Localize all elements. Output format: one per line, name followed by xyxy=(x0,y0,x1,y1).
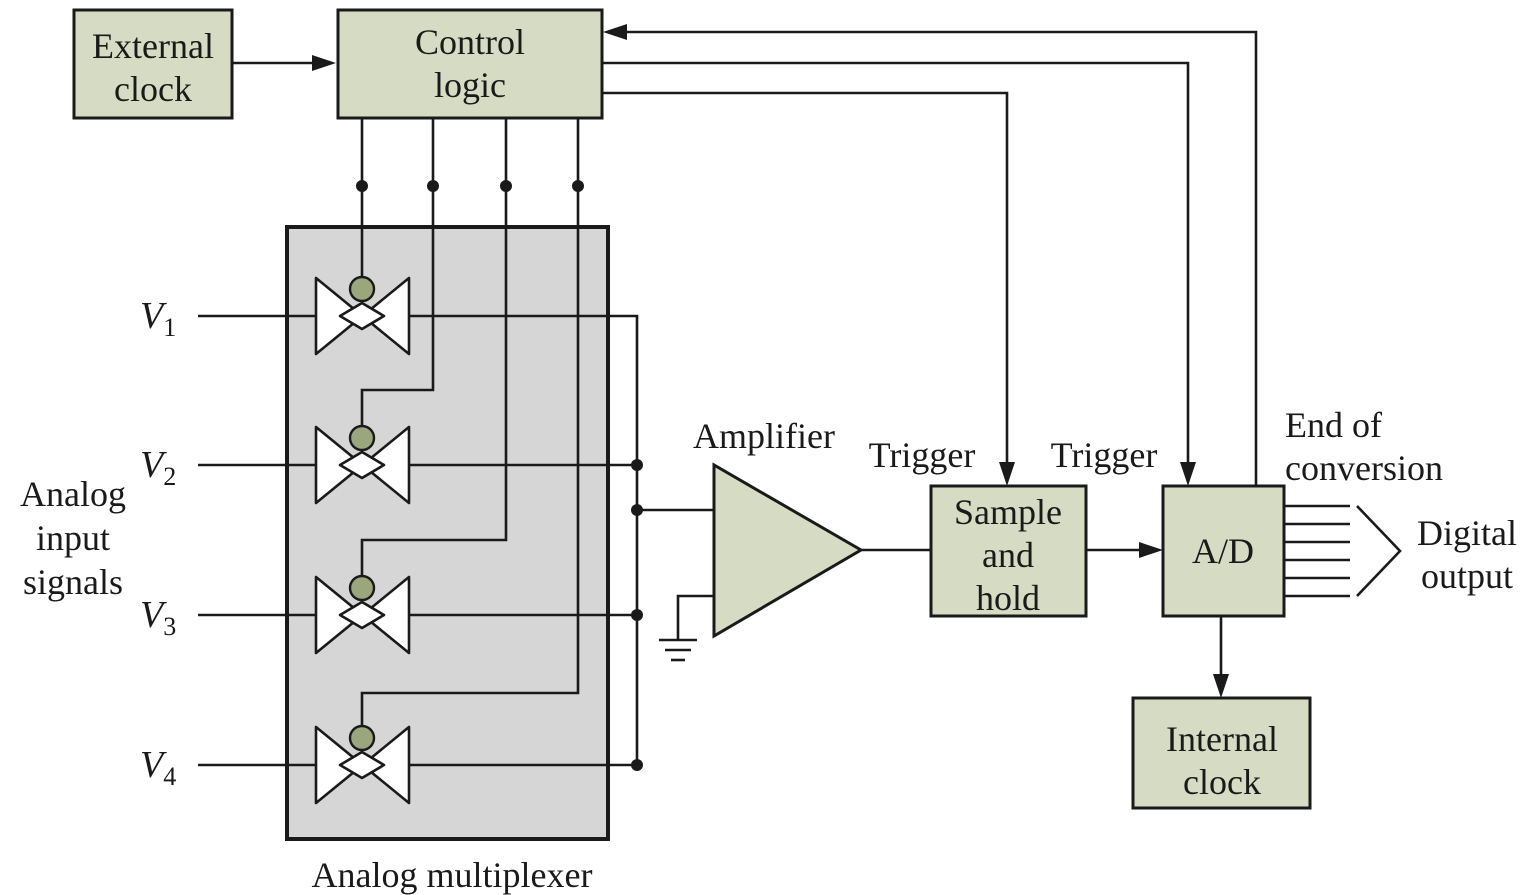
external-clock-label-2: clock xyxy=(114,69,192,109)
input-v2-label: V2 xyxy=(140,444,176,491)
signal-lines xyxy=(198,314,714,771)
trigger-ad-label: Trigger xyxy=(1051,435,1158,475)
input-v3-label: V3 xyxy=(140,594,176,641)
switch-3 xyxy=(314,574,411,655)
analog-inputs-label-3: signals xyxy=(23,562,123,602)
control-logic-label-1: Control xyxy=(415,22,525,62)
input-v1-label: V1 xyxy=(140,295,176,342)
input-v4-label: V4 xyxy=(140,744,176,791)
end-of-conversion-label-2: conversion xyxy=(1285,448,1443,488)
control-logic-label-2: logic xyxy=(434,65,506,105)
ground-icon xyxy=(659,594,714,662)
digital-output-label-2: output xyxy=(1421,556,1513,596)
digital-output-label-1: Digital xyxy=(1417,513,1517,553)
sample-hold-label-3: hold xyxy=(976,578,1040,618)
switch-2 xyxy=(314,424,411,505)
analog-inputs-label-1: Analog xyxy=(20,474,126,514)
internal-clock-block xyxy=(1131,696,1312,810)
amplifier-label: Amplifier xyxy=(693,416,835,456)
amplifier-triangle xyxy=(712,462,864,639)
internal-clock-label-1: Internal xyxy=(1166,719,1278,759)
end-of-conversion-label-1: End of xyxy=(1285,405,1382,445)
trigger-sample-hold-label: Trigger xyxy=(869,435,976,475)
sample-and-hold-block xyxy=(929,484,1088,618)
external-clock-block xyxy=(72,8,234,120)
ad-converter-block xyxy=(1161,484,1286,618)
internal-clock-label-2: clock xyxy=(1183,762,1261,802)
switch-1 xyxy=(314,275,411,356)
sample-hold-label-2: and xyxy=(982,535,1034,575)
analog-multiplexer-label: Analog multiplexer xyxy=(312,855,593,895)
external-clock-label-1: External xyxy=(92,26,214,66)
control-logic-block xyxy=(336,8,604,120)
digital-output-lines xyxy=(1284,504,1402,598)
analog-inputs-label-2: input xyxy=(36,518,110,558)
sample-hold-label-1: Sample xyxy=(954,492,1062,532)
control-lines xyxy=(356,118,584,740)
switch-4 xyxy=(314,724,411,805)
ad-label: A/D xyxy=(1192,531,1254,571)
